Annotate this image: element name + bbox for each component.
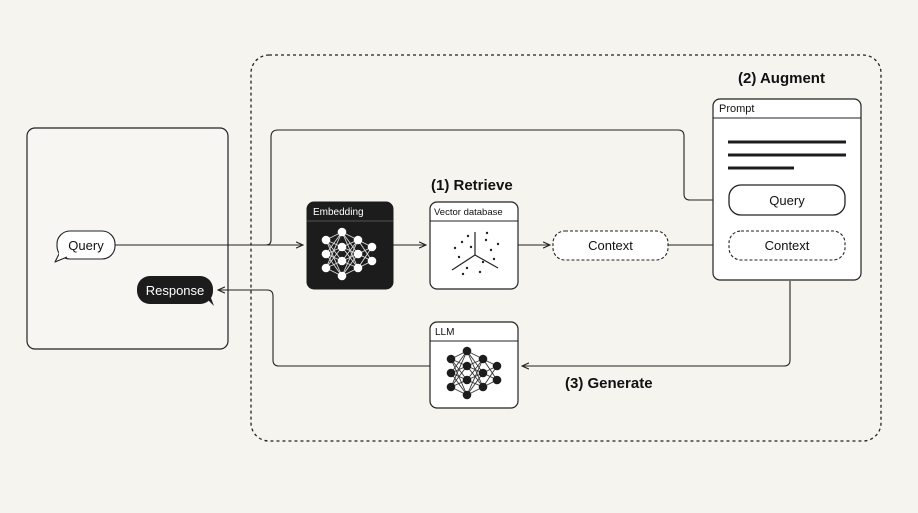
network-edge [466,350,484,374]
network-edge [325,231,343,255]
network-node [353,249,363,259]
response-bubble-shape [137,276,214,306]
vector-database-label: Vector database [434,207,503,218]
network-edge [466,358,484,381]
network-node [321,235,331,245]
network-edge [341,239,359,277]
network-node [462,361,472,371]
network-node [337,242,347,252]
query-bubble-label: Query [68,238,104,253]
network-edge [341,231,359,255]
network-edge [450,350,468,374]
network-node [337,271,347,281]
network-node [367,242,377,252]
connectors [115,129,791,367]
network-node [478,382,488,392]
network-node [353,235,363,245]
network-edge [450,372,468,396]
prompt-panel [712,98,862,281]
llm-label: LLM [435,327,455,338]
embedding-network-icon [321,227,377,281]
prompt-label: Prompt [719,103,755,115]
network-node [446,368,456,378]
network-node [321,249,331,259]
retrieve-title: (1) Retrieve [431,177,513,194]
network-edge [450,350,468,388]
prompt-context-label: Context [764,238,810,253]
network-node [478,354,488,364]
rag-pipeline-boundary [250,54,882,442]
vector-space-icon [451,231,500,276]
network-node [337,256,347,266]
network-node [462,390,472,400]
network-node [462,375,472,385]
context-pill-shape [552,230,669,261]
network-node [446,382,456,392]
network-node [446,354,456,364]
network-edge [341,239,359,262]
network-edge [341,253,359,277]
embedding-label: Embedding [313,207,364,218]
network-node [478,368,488,378]
query-to-prompt-arrow [265,129,726,246]
llm-network-icon [446,346,502,400]
generate-title: (3) Generate [565,375,653,392]
context-label: Context [588,238,633,253]
network-edge [325,246,343,269]
response-bubble-label: Response [145,283,205,298]
prompt-query-label: Query [769,193,805,208]
network-edge [466,372,484,396]
llm-to-response-arrow [218,290,430,367]
network-node [367,256,377,266]
augment-title: (2) Augment [738,70,825,87]
network-edge [325,253,343,277]
network-node [321,263,331,273]
network-node [492,361,502,371]
network-node [337,227,347,237]
network-edge [466,358,484,396]
query-bubble-shape [54,230,116,263]
prompt-to-llm-arrow [522,281,791,366]
network-node [353,263,363,273]
network-node [492,375,502,385]
network-node [462,346,472,356]
network-edge [325,231,343,269]
network-edge [450,365,468,388]
